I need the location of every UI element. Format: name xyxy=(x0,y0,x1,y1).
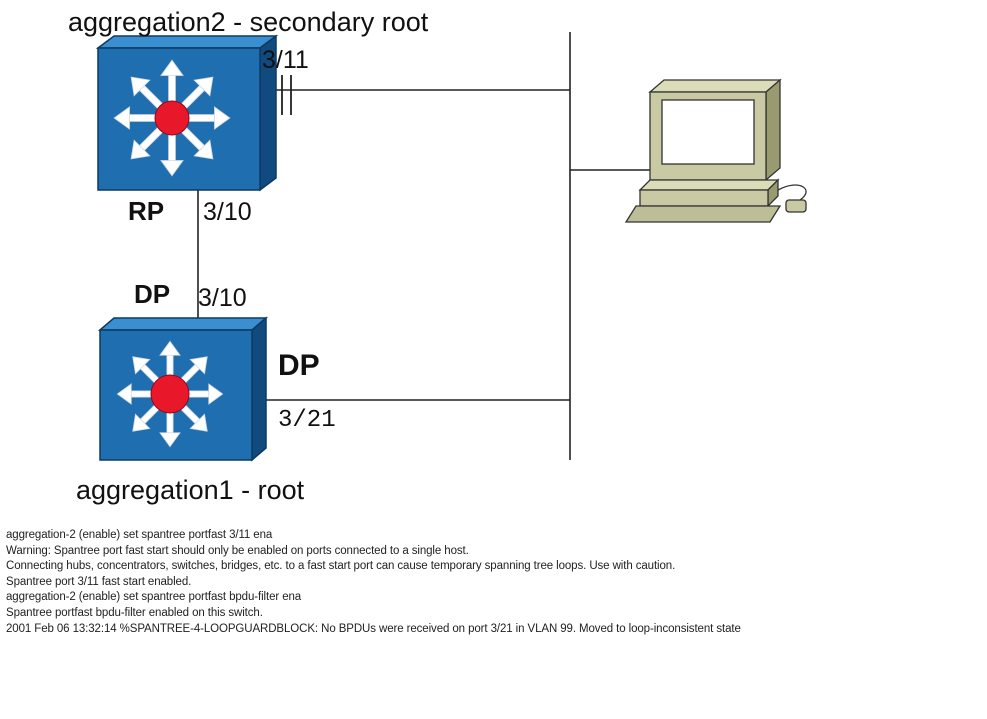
console-line: Warning: Spantree port fast start should… xyxy=(6,544,469,557)
aggregation1-label: aggregation1 - root xyxy=(76,475,305,505)
role-label-dp-access: DP xyxy=(278,349,320,382)
switch-icon-aggregation1[interactable] xyxy=(97,316,269,462)
port-label-agg1-3-10: 3/10 xyxy=(198,284,247,312)
console-line: aggregation-2 (enable) set spantree port… xyxy=(6,529,273,541)
console-output: aggregation-2 (enable) set spantree port… xyxy=(6,528,981,637)
console-line: 2001 Feb 06 13:32:14 %SPANTREE-4-LOOPGUA… xyxy=(6,622,741,635)
console-line: Connecting hubs, concentrators, switches… xyxy=(6,560,676,573)
console-line: Spantree port 3/11 fast start enabled. xyxy=(6,575,192,588)
workstation-icon[interactable] xyxy=(624,78,807,223)
port-label-agg1-3-21: 3/21 xyxy=(278,407,336,434)
role-label-dp-uplink: DP xyxy=(134,279,170,309)
port-label-agg2-3-11: 3/11 xyxy=(262,46,309,74)
switch-icon-aggregation2[interactable] xyxy=(95,34,279,192)
console-line: Spantree portfast bpdu-filter enabled on… xyxy=(6,606,263,619)
console-line: aggregation-2 (enable) set spantree port… xyxy=(6,591,302,604)
role-label-rp: RP xyxy=(128,196,164,226)
blocked-port-icon xyxy=(281,75,292,115)
port-label-agg2-3-10: 3/10 xyxy=(203,198,252,226)
aggregation2-label: aggregation2 - secondary root xyxy=(68,7,429,37)
